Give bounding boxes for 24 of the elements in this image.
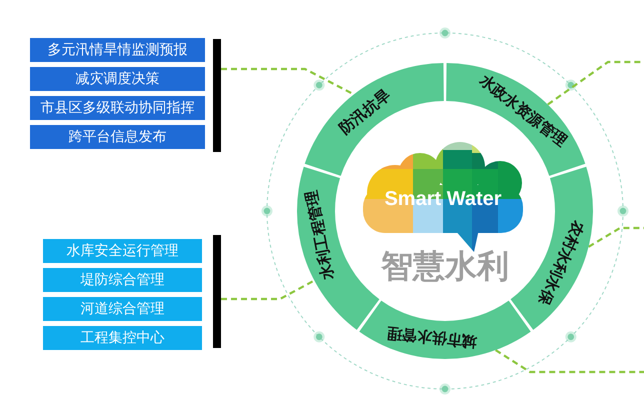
segment-label: 水利工程管理 — [304, 190, 336, 281]
vertical-bar — [213, 235, 221, 348]
segment-label: 水政水资源管理 — [477, 72, 570, 150]
module-item: 工程集控中心 — [43, 326, 202, 350]
module-item: 减灾调度决策 — [30, 67, 205, 91]
cloud-shape — [362, 141, 524, 252]
ring-segment — [304, 63, 445, 178]
ring-segment — [358, 299, 532, 359]
cloud-label: Smart Water — [384, 189, 502, 209]
module-item: 河道综合管理 — [43, 297, 202, 321]
module-item: 市县区多级联动协同指挥 — [30, 96, 205, 120]
dashed-connector — [221, 280, 315, 300]
module-item: 跨平台信息发布 — [30, 125, 205, 149]
dashed-connector — [221, 68, 354, 96]
module-item: 多元汛情旱情监测预报 — [30, 38, 205, 62]
module-item: 水库安全运行管理 — [43, 239, 202, 263]
module-item: 堤防综合管理 — [43, 268, 202, 292]
center-title: 智慧水利 — [381, 247, 509, 286]
segment-label: 农村水利水保 — [536, 218, 586, 307]
segment-label: 城市供水管理 — [386, 325, 478, 350]
vertical-bar — [213, 39, 221, 152]
dashed-connector — [495, 349, 644, 374]
segment-label: 防汛抗旱 — [337, 88, 394, 137]
dashed-connector — [588, 226, 644, 248]
